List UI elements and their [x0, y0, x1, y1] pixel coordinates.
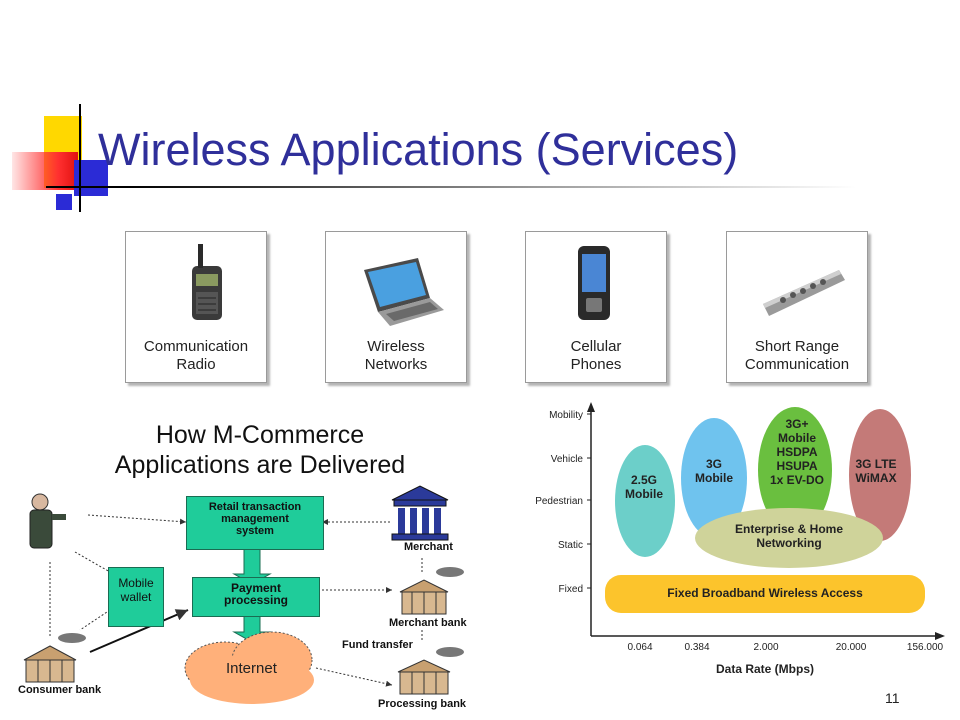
region-label-line: HSUPA — [776, 459, 817, 473]
consumer-bank-icon — [23, 633, 86, 683]
region-label-line: Mobile — [625, 487, 663, 501]
consumer-bank-label: Consumer bank — [18, 684, 102, 696]
consumer-person-icon — [29, 493, 66, 549]
region-label-line: WiMAX — [855, 471, 896, 485]
mobile-wallet-box: Mobile wallet — [108, 567, 164, 627]
region-label-line: Mobile — [778, 431, 816, 445]
y-axis-arrow — [587, 402, 595, 412]
y-level-label: Mobility — [549, 410, 583, 421]
card-cellular-phones: Cellular Phones — [525, 231, 667, 383]
card-label: Communication Radio — [143, 338, 249, 373]
region-label-line: 1x EV-DO — [770, 473, 824, 487]
payment-processing-box: Payment processing — [192, 577, 320, 617]
mcommerce-title: How M-Commerce Applications are Delivere… — [114, 421, 406, 479]
remote-icon — [763, 270, 845, 316]
merchant-bank-icon — [399, 567, 464, 615]
region-enterprise-home-networking — [695, 508, 883, 568]
region-label-line: 2.5G — [631, 473, 657, 487]
processing-bank-label: Processing bank — [378, 698, 467, 710]
connector-wallet-bank — [79, 609, 111, 631]
x-tick-label: 0.064 — [627, 642, 652, 653]
x-tick-label: 2.000 — [753, 642, 778, 653]
card-label: Short Range Communication — [744, 338, 850, 373]
page-number: 11 — [885, 690, 900, 706]
card-short-range-communication: Short Range Communication — [726, 231, 868, 383]
x-tick-label: 20.000 — [836, 642, 867, 653]
title-decoration-blue-small — [56, 194, 72, 210]
region-2-5g-mobile — [615, 445, 675, 557]
merchant-bank-label: Merchant bank — [389, 617, 467, 629]
fund-transfer-label: Fund transfer — [342, 639, 413, 651]
region-label-line: Fixed Broadband Wireless Access — [667, 586, 863, 600]
region-label-line: Mobile — [695, 471, 733, 485]
connector-consumer-wallet — [74, 551, 111, 573]
region-3g-lte-wimax — [849, 409, 911, 541]
card-communication-radio: Communication Radio — [125, 231, 267, 383]
title-decoration-line-vertical — [79, 104, 81, 212]
connector-bank-payment — [89, 609, 189, 653]
phone-icon — [578, 246, 610, 320]
y-level-label: Fixed — [559, 584, 583, 595]
title-underline — [46, 186, 856, 188]
x-axis-title: Data Rate (Mbps) — [716, 662, 814, 676]
region-label-line: 3G LTE — [855, 457, 896, 471]
region-label-line: 3G+ — [785, 417, 808, 431]
region-label-line: Networking — [756, 536, 821, 550]
region-label-fixed: Fixed Broadband Wireless Access — [667, 586, 863, 600]
region-label-line: HSDPA — [776, 445, 817, 459]
y-level-label: Vehicle — [551, 454, 584, 465]
connector-internet-processing — [315, 667, 393, 687]
region-fixed-broadband — [605, 575, 925, 613]
y-level-label: Static — [558, 540, 583, 551]
card-label: Wireless Networks — [364, 338, 428, 373]
merchant-label: Merchant — [404, 541, 453, 553]
region-3g-plus — [758, 407, 832, 533]
processing-bank-icon — [397, 647, 464, 695]
x-tick-label: 156.000 — [907, 642, 944, 653]
region-3g-mobile — [681, 418, 747, 538]
radio-icon — [192, 244, 222, 320]
mcommerce-diagram — [23, 485, 464, 704]
card-label: Cellular Phones — [570, 338, 622, 373]
card-wireless-networks: Wireless Networks — [325, 231, 467, 383]
connector-consumer-retail — [87, 514, 187, 525]
retail-transaction-box: Retail transaction management system — [186, 496, 324, 550]
internet-label: Internet — [226, 660, 277, 677]
slide-title: Wireless Applications (Services) — [98, 124, 739, 175]
region-label-line: Enterprise & Home — [735, 522, 843, 536]
x-axis-arrow — [935, 632, 945, 640]
y-level-label: Pedestrian — [535, 496, 583, 507]
region-label-line: 3G — [706, 457, 722, 471]
merchant-building-icon — [391, 485, 449, 541]
laptop-icon — [364, 258, 444, 326]
internet-cloud — [184, 631, 314, 704]
x-tick-label: 0.384 — [684, 642, 709, 653]
title-decoration-red — [12, 152, 78, 190]
